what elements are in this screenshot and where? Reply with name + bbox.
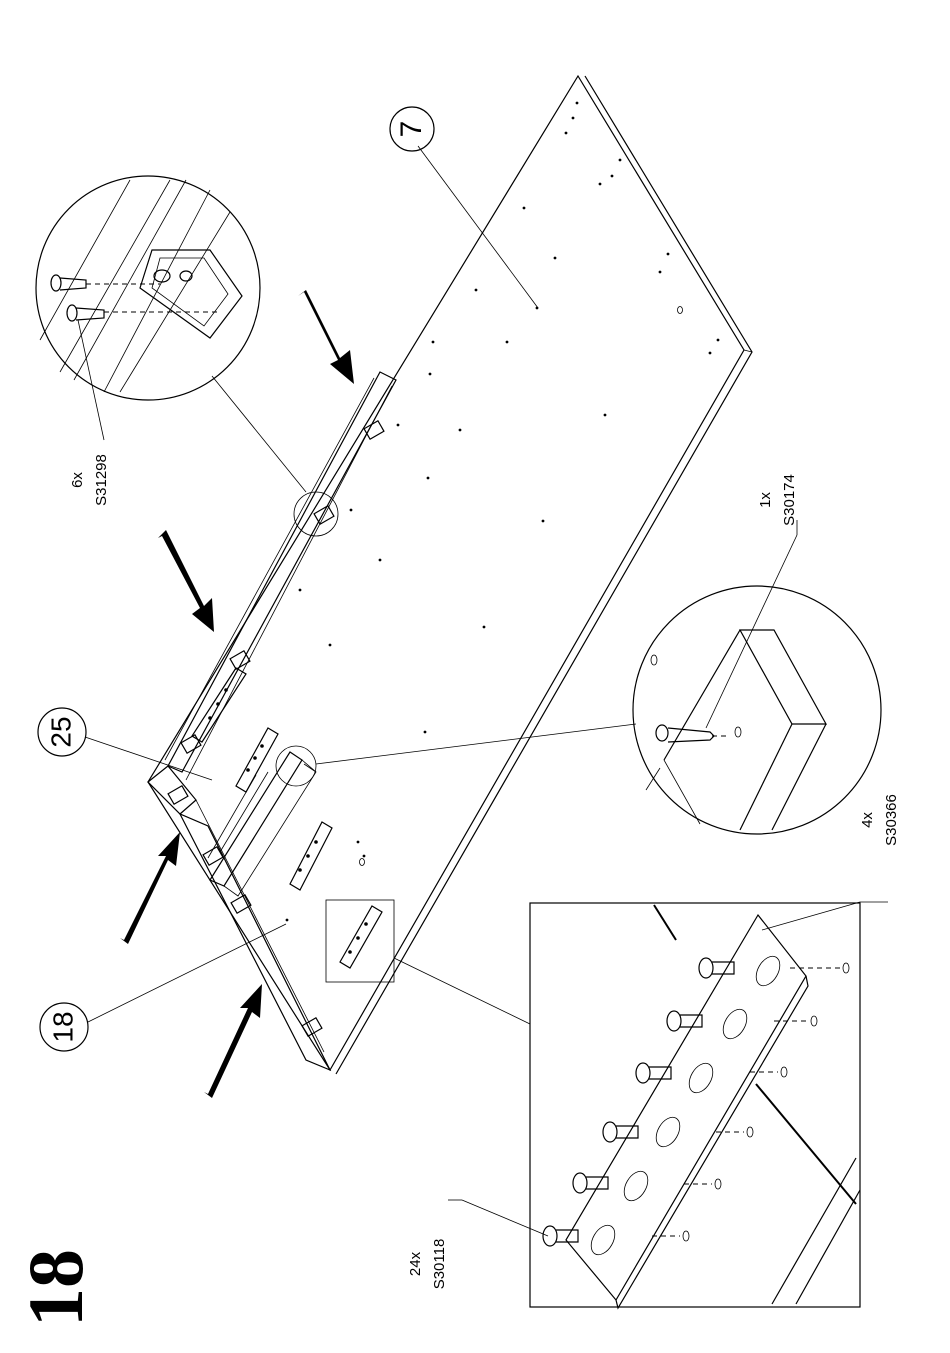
callout-25-label: 25 bbox=[45, 716, 76, 747]
part-label-s30366: 4x S30366 bbox=[859, 794, 900, 846]
arrow-lower-left bbox=[120, 832, 180, 944]
part-label-s31298: 6x S31298 bbox=[69, 454, 110, 506]
panel-25-drawing bbox=[208, 752, 316, 896]
callout-7: 7 bbox=[390, 107, 434, 151]
part-code: S30174 bbox=[781, 474, 798, 526]
arrow-bottom-left bbox=[204, 984, 262, 1098]
panel-7-drawing bbox=[148, 76, 752, 1074]
part-qty: 6x bbox=[69, 472, 86, 488]
part-qty: 1x bbox=[757, 492, 774, 508]
step-number: 18 bbox=[12, 1249, 99, 1327]
part-code: S30366 bbox=[883, 794, 900, 846]
part-label-s30174: 1x S30174 bbox=[757, 474, 798, 526]
callout-7-label: 7 bbox=[395, 121, 428, 138]
callout-25: 25 bbox=[38, 708, 86, 756]
part-qty: 4x bbox=[859, 812, 876, 828]
connector-plates bbox=[192, 668, 394, 982]
detail-plate bbox=[394, 902, 888, 1308]
arrow-top bbox=[298, 290, 354, 384]
callout-18-label: 18 bbox=[47, 1011, 78, 1042]
part-label-s30118: 24x S30118 bbox=[407, 1239, 448, 1290]
part-qty: 24x bbox=[407, 1251, 424, 1276]
push-arrows bbox=[120, 290, 354, 1098]
detail-s30174 bbox=[276, 520, 881, 834]
arrow-mid bbox=[158, 530, 214, 632]
part-code: S31298 bbox=[93, 454, 110, 506]
part-code: S30118 bbox=[431, 1239, 448, 1290]
corner-brackets bbox=[168, 421, 384, 1036]
callout-18: 18 bbox=[40, 1003, 88, 1051]
